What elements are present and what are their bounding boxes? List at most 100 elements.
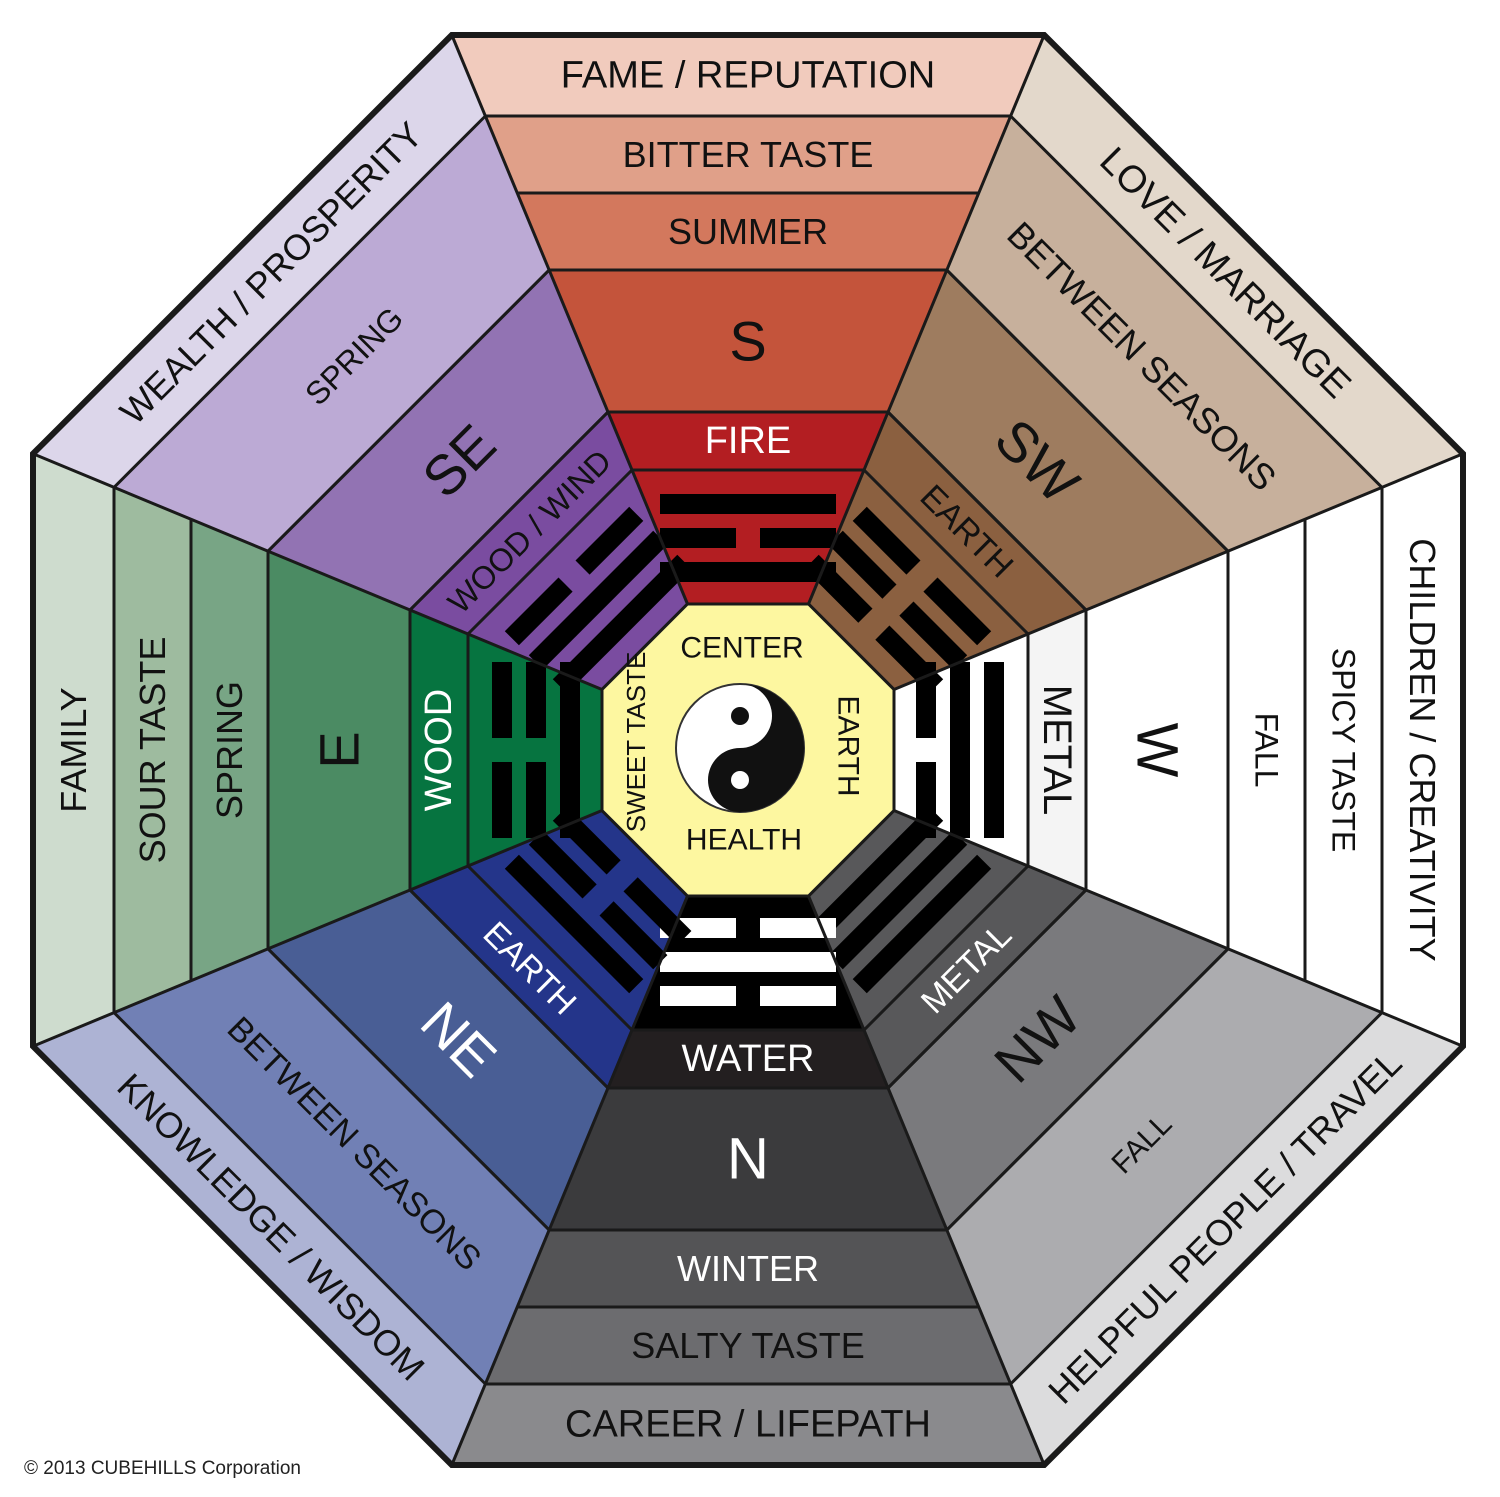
band-southwest-0 xyxy=(864,412,1086,634)
label-east-3: SOUR TASTE xyxy=(132,637,173,864)
label-north-1: N xyxy=(727,1127,769,1192)
trigram-bar-broken xyxy=(660,986,736,1006)
band-divider xyxy=(1009,114,1384,489)
band-divider xyxy=(408,888,610,1090)
trigram-bar-broken xyxy=(504,577,573,646)
trigram-northwest xyxy=(804,806,992,994)
label-south-0: FIRE xyxy=(705,420,792,462)
yin-yang-icon xyxy=(675,683,805,813)
band-northeast-1 xyxy=(268,890,608,1230)
center-label-3: SWEET TASTE xyxy=(621,652,651,833)
band-divider xyxy=(945,947,1230,1232)
trigram-bar-broken xyxy=(828,530,897,599)
spoke-line xyxy=(893,452,1464,691)
spoke-line xyxy=(450,895,689,1466)
label-east-1: E xyxy=(308,731,371,768)
trigram-bar-solid xyxy=(984,662,1004,838)
label-east-2: SPRING xyxy=(209,681,250,819)
spoke-line xyxy=(807,895,1046,1466)
trigram-bar-solid xyxy=(660,952,836,972)
trigram-bar-solid xyxy=(660,494,836,514)
band-northeast-3 xyxy=(33,1012,486,1465)
trigram-bar-solid xyxy=(504,854,644,994)
center-label-2: HEALTH xyxy=(686,824,802,857)
band-southeast-0 xyxy=(410,412,632,634)
trigram-bar-broken xyxy=(852,506,921,575)
spoke-line xyxy=(807,34,1046,605)
band-east-3 xyxy=(114,487,191,1013)
trigram-bar-broken xyxy=(660,528,736,548)
trigram-bar-broken xyxy=(916,662,936,738)
band-north-1 xyxy=(549,1088,947,1230)
band-northwest-1 xyxy=(888,890,1228,1230)
band-northeast-0 xyxy=(410,866,632,1088)
band-divider xyxy=(112,1011,487,1386)
trigram-bar-broken xyxy=(899,601,968,670)
band-north-0 xyxy=(608,1030,888,1088)
band-northwest-3 xyxy=(1010,1012,1463,1465)
band-west-2 xyxy=(1228,519,1305,981)
label-west-2: FALL xyxy=(1249,713,1285,788)
band-northwest-2 xyxy=(946,948,1382,1384)
trigram-northeast xyxy=(504,806,692,994)
trigram-bar-broken xyxy=(526,662,546,738)
spoke-line xyxy=(32,809,603,1048)
band-divider xyxy=(408,410,610,612)
trigram-bar-broken xyxy=(760,918,836,938)
trigram-bar-solid xyxy=(528,530,668,670)
band-east-4 xyxy=(33,453,114,1047)
band-southeast-2 xyxy=(114,116,550,552)
label-west-3: SPICY TASTE xyxy=(1326,648,1362,853)
trigram-bar-solid xyxy=(660,562,836,582)
band-west-3 xyxy=(1305,487,1382,1013)
label-north-2: WINTER xyxy=(677,1248,819,1289)
trigram-bar-solid xyxy=(828,830,968,970)
trigram-bar-broken xyxy=(575,506,644,575)
label-west-4: CHILDREN / CREATIVITY xyxy=(1402,538,1443,961)
label-east-0: WOOD xyxy=(418,689,460,811)
band-divider xyxy=(1009,1011,1384,1386)
label-west-1: W xyxy=(1125,723,1190,778)
band-south-4 xyxy=(451,35,1045,116)
trigram-bar-broken xyxy=(923,577,992,646)
band-north-2 xyxy=(517,1230,979,1307)
band-west-4 xyxy=(1382,453,1463,1047)
band-northwest-0 xyxy=(864,866,1086,1088)
trigram-bar-solid xyxy=(804,806,944,946)
trigram-bar-broken xyxy=(526,762,546,838)
band-southwest-3 xyxy=(1010,35,1463,488)
band-south-1 xyxy=(549,270,947,412)
label-south-2: SUMMER xyxy=(668,211,828,252)
band-southeast-1 xyxy=(268,270,608,610)
band-east-1 xyxy=(268,551,410,949)
trigram-south xyxy=(660,494,836,582)
trigram-bar-broken xyxy=(492,662,512,738)
band-divider xyxy=(266,268,551,553)
band-west-1 xyxy=(1086,551,1228,949)
trigram-southeast xyxy=(504,506,692,694)
band-southwest-2 xyxy=(946,116,1382,552)
band-southeast-3 xyxy=(33,35,486,488)
center-label-1: EARTH xyxy=(832,695,865,796)
band-east-0 xyxy=(410,610,468,890)
spoke-line xyxy=(450,34,689,605)
band-divider xyxy=(945,268,1230,553)
sector-southeast xyxy=(33,35,688,690)
band-divider xyxy=(886,410,1088,612)
band-north-3 xyxy=(485,1307,1011,1384)
trigram-east xyxy=(492,662,580,838)
band-south-3 xyxy=(485,116,1011,193)
label-east-4: FAMILY xyxy=(53,687,94,812)
band-northeast-2 xyxy=(114,948,550,1384)
label-south-3: BITTER TASTE xyxy=(623,134,874,175)
trigram-bar-solid xyxy=(552,554,692,694)
label-south-4: FAME / REPUTATION xyxy=(561,55,935,97)
label-west-0: METAL xyxy=(1035,685,1079,815)
copyright-notice: © 2013 CUBEHILLS Corporation xyxy=(24,1458,301,1479)
trigram-bar-solid xyxy=(950,662,970,838)
trigram-bar-broken xyxy=(760,986,836,1006)
label-north-0: WATER xyxy=(682,1038,815,1080)
spoke-line xyxy=(32,452,603,691)
trigram-bar-broken xyxy=(599,901,668,970)
